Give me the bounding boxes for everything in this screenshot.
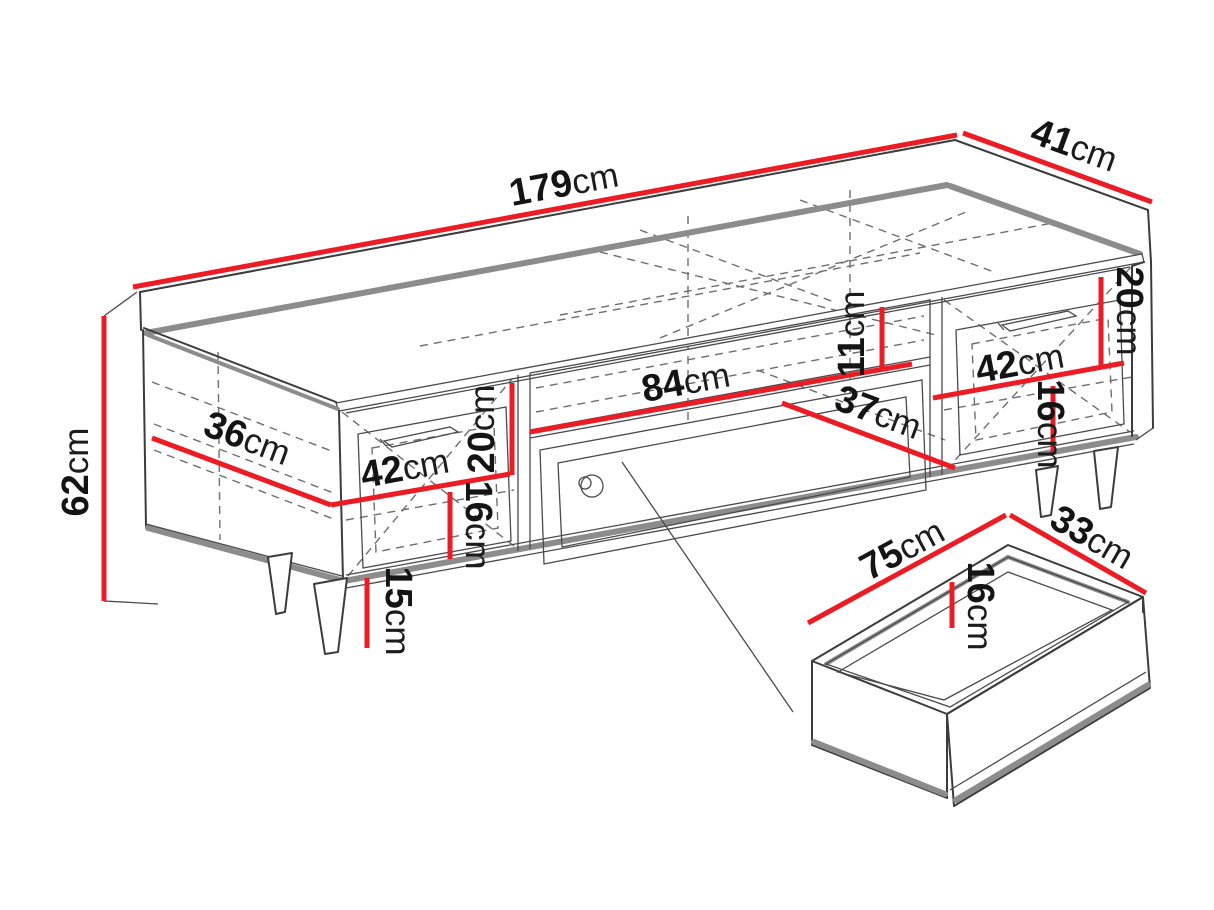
- witness-line-top: [103, 291, 138, 317]
- dim-line-37: [781, 400, 956, 471]
- left-drawer-handle: [382, 426, 460, 448]
- center-drawer-front: [539, 379, 927, 565]
- dim-line-75: [806, 512, 1008, 626]
- dimension-lines: [101, 130, 1153, 648]
- label-niche-width: 84cm: [638, 353, 733, 411]
- leader-line: [621, 461, 794, 713]
- label-side-shelf-depth: 36cm: [198, 403, 296, 474]
- label-total-height: 62cm: [55, 428, 97, 517]
- right-drawer-handle: [1000, 310, 1078, 332]
- dimension-labels: 179cm 41cm 62cm 36cm 42cm 20cm 16cm 15cm…: [55, 111, 1150, 656]
- label-top-width: 179cm: [506, 154, 622, 215]
- label-left-drawer-inner-height: 16cm: [457, 481, 499, 570]
- dim-line-42-right: [932, 360, 1125, 401]
- label-pullout-length: 75cm: [853, 510, 951, 589]
- label-niche-height: 11cm: [831, 291, 873, 378]
- dim-line-84: [529, 361, 913, 435]
- label-pullout-height: 16cm: [959, 562, 1001, 651]
- label-right-drawer-width: 42cm: [972, 334, 1067, 392]
- label-right-drawer-inner-height: 16cm: [1029, 380, 1071, 469]
- left-drawer-front: [357, 406, 512, 569]
- right-drawer-front: [955, 299, 1125, 456]
- center-drawer-knob-highlight: [578, 476, 592, 490]
- dim-line-42-left: [330, 471, 511, 508]
- label-left-drawer-width: 42cm: [357, 439, 452, 497]
- dim-line-36: [151, 435, 332, 508]
- center-drawer-knob: [580, 474, 604, 498]
- witness-line-bottom: [103, 600, 159, 605]
- label-right-drawer-front-height: 20cm: [1108, 267, 1150, 356]
- label-leg-height: 15cm: [377, 567, 419, 656]
- dim-line-33: [1008, 512, 1148, 596]
- dim-line-41: [962, 130, 1153, 205]
- cabinet-legs: [267, 446, 1119, 655]
- dim-line-179: [132, 132, 958, 290]
- cabinet-outline: [139, 139, 1154, 589]
- label-left-drawer-front-height: 20cm: [461, 385, 503, 474]
